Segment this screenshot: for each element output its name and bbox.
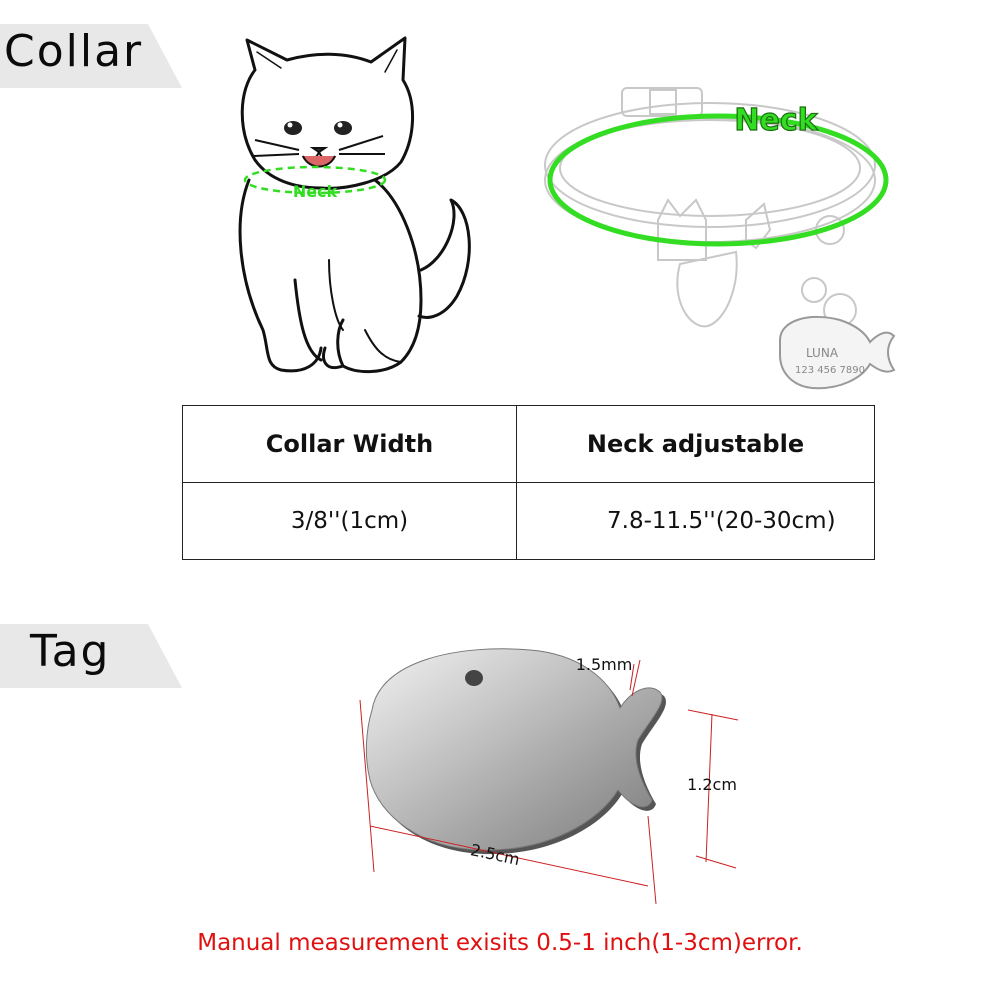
tag-section-title: Tag	[30, 626, 111, 677]
spec-table-row: 3/8''(1cm) 7.8-11.5''(20-30cm)	[182, 482, 875, 560]
fish-tag-shape	[365, 648, 666, 855]
dimension-lines	[359, 659, 739, 905]
collar-illustration: Neck LUNA 123 456 7890	[544, 87, 896, 390]
cat-neck-ring	[243, 165, 387, 195]
spec-value-neck-adjustable: 7.8-11.5''(20-30cm)	[516, 482, 875, 560]
spec-header-collar-width: Collar Width	[182, 405, 517, 483]
spec-table: Collar Width Neck adjustable 3/8''(1cm) …	[182, 405, 875, 560]
collar-neck-label: Neck	[734, 103, 818, 138]
collar-tag-name: LUNA	[806, 346, 839, 360]
collar-neck-line	[547, 113, 889, 247]
cat-illustration: Neck	[238, 36, 471, 374]
measurement-note: Manual measurement exisits 0.5-1 inch(1-…	[197, 930, 803, 956]
collar-section-title: Collar	[4, 26, 144, 77]
spec-header-neck-adjustable: Neck adjustable	[516, 405, 875, 483]
tag-thickness-label: 1.5mm	[576, 655, 633, 674]
tag-section-banner	[0, 624, 182, 688]
cat-neck-label: Neck	[293, 182, 338, 201]
collar-section-banner	[0, 24, 182, 88]
spec-table-header-row: Collar Width Neck adjustable	[182, 405, 875, 483]
tag-height-label: 1.2cm	[687, 775, 737, 794]
fish-tag-diagram: 1.5mm 1.2cm 2.5cm	[359, 648, 739, 905]
collar-fish-tag: LUNA 123 456 7890	[779, 316, 896, 390]
collar-tag-phone: 123 456 7890	[795, 365, 865, 376]
spec-value-collar-width: 3/8''(1cm)	[182, 482, 517, 560]
